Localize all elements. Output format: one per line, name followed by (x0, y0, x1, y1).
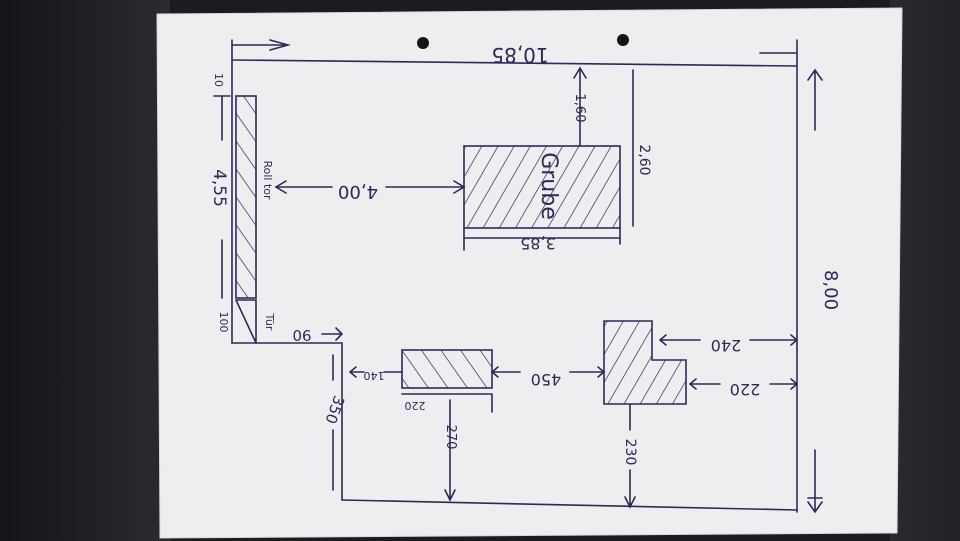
l-block-upper-label: 240 (711, 336, 742, 355)
wall-bottom (341, 499, 798, 511)
small-block-width-label: 220 (405, 399, 426, 412)
width-top-label: 10,85 (491, 43, 548, 67)
height-right-label: 8,00 (820, 270, 841, 310)
dark-background-left (0, 0, 170, 541)
grube-rect (463, 145, 621, 229)
l-block-lower-line (688, 378, 798, 390)
grube-width-line (463, 227, 621, 251)
l-block-upper-line (658, 334, 798, 346)
l-block-bottom-label: 230 (622, 439, 638, 466)
handwritten-labels: 10,85 8,00 Grube 3,85 2,60 1,60 4,00 Rol… (209, 43, 841, 465)
paper-sheet (156, 7, 903, 539)
small-block-offset-label: 140 (364, 369, 385, 382)
door-label: Tür (263, 313, 276, 331)
grube-offset-top-label: 1,60 (572, 94, 587, 123)
grube-width-label: 3,85 (520, 234, 556, 253)
small-block-rect (401, 349, 493, 389)
plan-lines (213, 39, 823, 514)
corner-mark (759, 39, 798, 63)
rolltor-length-label: 4,55 (209, 169, 229, 207)
grube-offset-left-line (274, 180, 466, 194)
small-block-width-line (401, 393, 493, 413)
gap-line (490, 366, 606, 378)
rolltor-gap-label: 10 (212, 73, 225, 87)
wall-top (231, 59, 798, 67)
wall-notch (231, 342, 343, 501)
notch-width-line (321, 327, 344, 341)
grube-height-label: 2,60 (636, 144, 652, 175)
small-block-distance-label: 270 (443, 425, 458, 450)
small-block-distance-line (444, 399, 456, 502)
punch-hole (617, 34, 629, 46)
grube-label: Grube (536, 152, 561, 220)
gap-label: 450 (531, 370, 562, 389)
grube-offset-left-label: 4,00 (338, 181, 378, 202)
l-block-lower-label: 220 (730, 380, 761, 399)
small-block-offset-line (348, 366, 403, 378)
height-dimension-line (807, 68, 823, 514)
rolltor-label: Roll tor (261, 160, 274, 200)
l-block (603, 320, 687, 405)
l-block-bottom-line (624, 403, 636, 509)
door-swing (235, 299, 257, 344)
punch-hole (417, 37, 429, 49)
notch-width-label: 90 (292, 326, 311, 344)
door-width-label: 100 (217, 312, 230, 333)
rolltor-rect (235, 95, 257, 299)
grube-offset-top-line (573, 66, 587, 147)
corner-mark (231, 39, 291, 51)
